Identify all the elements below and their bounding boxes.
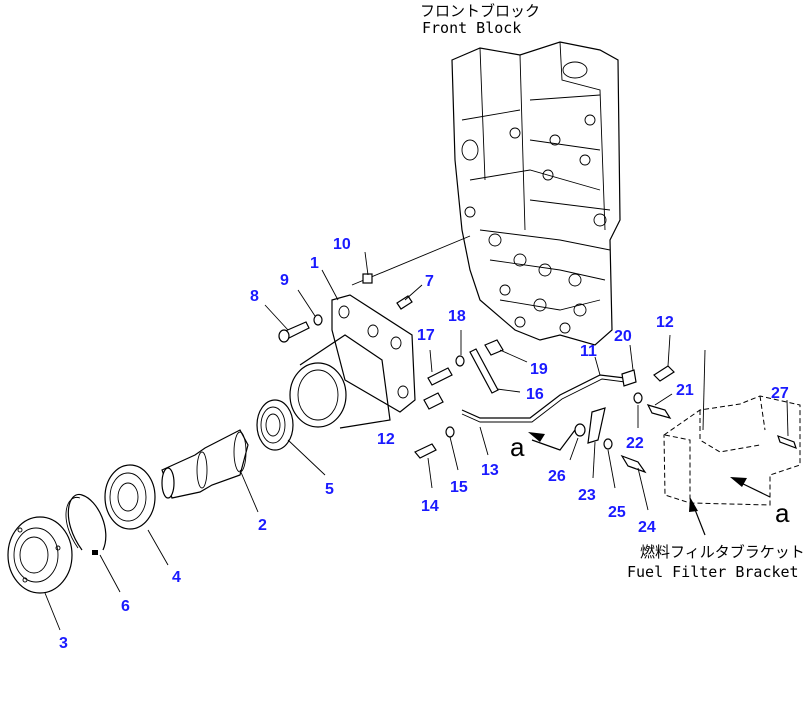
washer-part-18 xyxy=(455,355,465,367)
callout-2: 2 xyxy=(258,517,267,534)
bolt-part-14 xyxy=(414,443,437,459)
front-block-title-en: Front Block xyxy=(422,19,521,37)
callout-12-right: 12 xyxy=(656,314,674,331)
plug-part-7 xyxy=(396,295,413,310)
callout-11: 11 xyxy=(580,343,597,360)
front-block-housing xyxy=(451,41,621,346)
callout-10: 10 xyxy=(333,236,351,253)
callout-7: 7 xyxy=(425,273,434,290)
snap-ring-part-6 xyxy=(65,493,107,555)
callout-14: 14 xyxy=(421,498,439,515)
washer-part-25 xyxy=(603,438,613,450)
callout-8: 8 xyxy=(250,288,259,305)
callout-5: 5 xyxy=(325,481,334,498)
cover-part-3 xyxy=(7,516,73,594)
collar-part-26 xyxy=(574,423,586,437)
elbow-part-20 xyxy=(621,369,637,387)
connector-part-12b xyxy=(653,365,675,382)
plug-part-10 xyxy=(362,273,373,284)
callout-21: 21 xyxy=(676,382,694,399)
callout-26: 26 xyxy=(548,468,566,485)
bolt-part-17 xyxy=(427,367,453,386)
bolt-part-21 xyxy=(646,404,672,419)
callout-27: 27 xyxy=(771,385,789,402)
fuel-pipe-part-11 xyxy=(461,374,626,419)
callout-4: 4 xyxy=(172,569,181,586)
connector-part-12a xyxy=(423,392,444,410)
callout-18: 18 xyxy=(448,308,466,325)
bracket-label-jp: 燃料フィルタブラケット xyxy=(640,543,805,561)
callout-17: 17 xyxy=(417,327,435,344)
clamp-part-23 xyxy=(587,407,606,444)
housing-part-1 xyxy=(289,294,416,429)
bracket-ref-line xyxy=(702,349,706,431)
fuel-filter-bracket xyxy=(663,395,801,506)
bearing-part-5 xyxy=(256,399,294,451)
callout-23: 23 xyxy=(578,487,596,504)
view-marker-a-2: a xyxy=(775,498,790,528)
callout-6: 6 xyxy=(121,598,130,615)
clamp-part-16 xyxy=(469,348,499,394)
callout-15: 15 xyxy=(450,479,468,496)
callout-20: 20 xyxy=(614,328,632,345)
bolt-part-8 xyxy=(278,321,310,343)
bracket-label-en: Fuel Filter Bracket xyxy=(627,563,799,581)
callout-3: 3 xyxy=(59,635,68,652)
callout-25: 25 xyxy=(608,504,626,521)
washer-part-9 xyxy=(313,314,323,326)
callout-1: 1 xyxy=(310,255,319,272)
bearing-part-4 xyxy=(104,464,156,530)
callout-13: 13 xyxy=(481,462,499,479)
callout-22: 22 xyxy=(626,435,644,452)
callout-12-left: 12 xyxy=(377,431,395,448)
washer-part-15 xyxy=(445,426,455,438)
washer-part-22 xyxy=(633,392,643,404)
view-marker-a: a xyxy=(510,432,525,462)
callout-16: 16 xyxy=(526,386,544,403)
leader-lines xyxy=(44,251,789,631)
spacer-part-19 xyxy=(484,339,504,356)
callout-24: 24 xyxy=(638,519,656,536)
callout-9: 9 xyxy=(280,272,289,289)
bolt-part-24 xyxy=(620,454,647,474)
front-block-title-jp: フロントブロック xyxy=(420,2,540,20)
connector-part-27 xyxy=(777,434,797,450)
shaft-part-2 xyxy=(161,429,249,499)
callout-19: 19 xyxy=(530,361,548,378)
